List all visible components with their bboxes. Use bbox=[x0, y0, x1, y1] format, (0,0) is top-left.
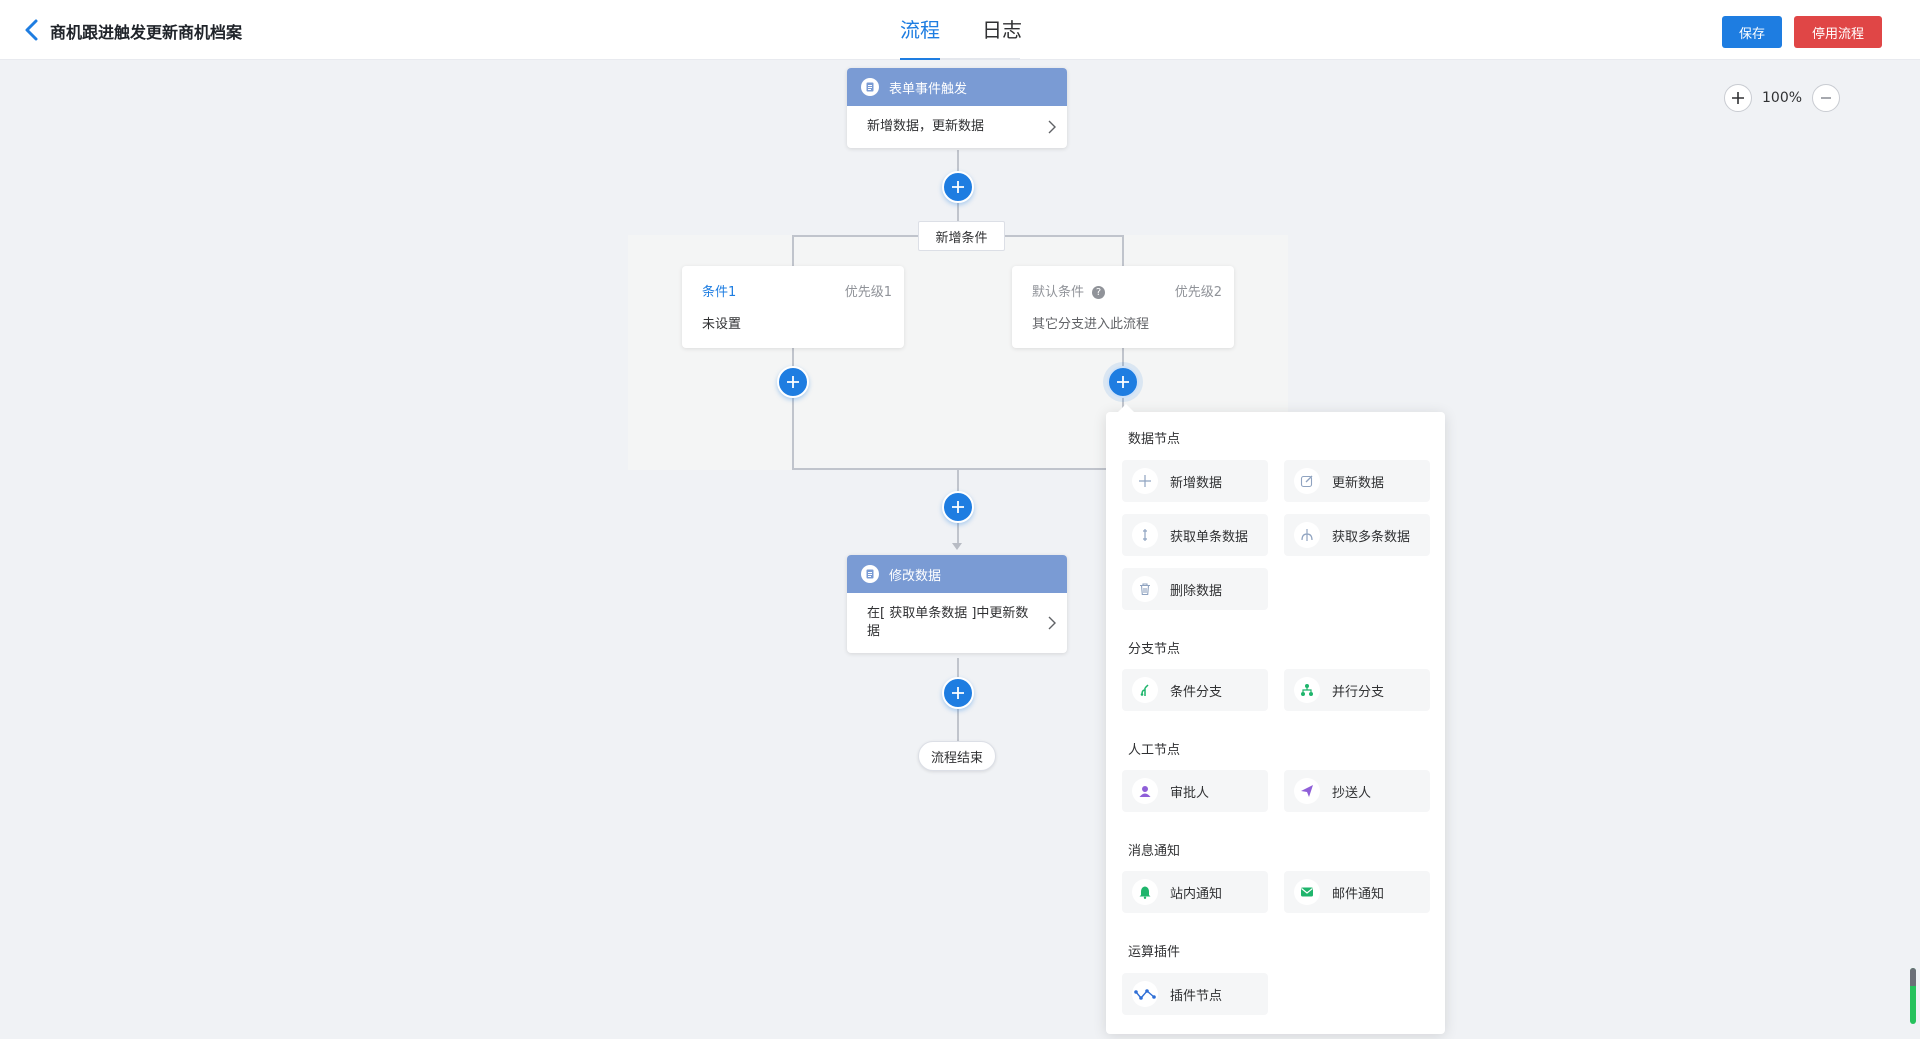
menu-item-label: 并行分支 bbox=[1332, 684, 1385, 700]
tab-track bbox=[900, 58, 1020, 60]
tab-bar: 流程 日志 bbox=[900, 0, 1022, 60]
menu-item-label: 条件分支 bbox=[1170, 684, 1223, 700]
back-arrow-icon[interactable] bbox=[22, 18, 42, 42]
menu-item-label: 获取单条数据 bbox=[1170, 529, 1249, 545]
plus-icon bbox=[1117, 376, 1129, 388]
zoom-out-button[interactable] bbox=[1812, 84, 1840, 112]
trigger-node-body: 新增数据，更新数据 bbox=[847, 106, 1067, 148]
flow-end: 流程结束 bbox=[918, 741, 996, 771]
zoom-control: 100% bbox=[1724, 84, 1840, 112]
edit-icon bbox=[1294, 468, 1320, 494]
condition-desc: 未设置 bbox=[702, 317, 742, 332]
document-icon bbox=[861, 78, 879, 96]
send-icon bbox=[1294, 778, 1320, 804]
chevron-right-icon bbox=[1048, 616, 1056, 630]
single-data-icon bbox=[1132, 522, 1158, 548]
node-type-menu: 数据节点 新增数据 更新数据 获取单条数据 获取多条数据 删除数据 分支节点 bbox=[1106, 404, 1445, 1034]
menu-item-label: 邮件通知 bbox=[1332, 886, 1385, 902]
plus-icon bbox=[952, 181, 964, 193]
menu-item-label: 获取多条数据 bbox=[1332, 529, 1411, 545]
modify-node-title: 修改数据 bbox=[889, 568, 942, 584]
plugin-icon bbox=[1132, 981, 1158, 1007]
chevron-right-icon bbox=[1048, 120, 1056, 134]
header-bar: 商机跟进触发更新商机档案 流程 日志 保存 停用流程 bbox=[0, 0, 1920, 60]
document-icon bbox=[861, 565, 879, 583]
menu-section-title: 人工节点 bbox=[1128, 743, 1181, 758]
scrollbar[interactable] bbox=[1910, 968, 1916, 1024]
menu-item-label: 删除数据 bbox=[1170, 583, 1223, 599]
menu-section-title: 分支节点 bbox=[1128, 642, 1181, 657]
help-icon[interactable]: ? bbox=[1092, 286, 1106, 299]
tab-flow[interactable]: 流程 bbox=[900, 0, 940, 60]
save-button[interactable]: 保存 bbox=[1722, 16, 1782, 48]
menu-item-label: 抄送人 bbox=[1332, 785, 1372, 801]
modify-node-desc: 在[ 获取单条数据 ]中更新数据 bbox=[867, 606, 1029, 639]
mail-icon bbox=[1294, 879, 1320, 905]
condition-priority: 优先级1 bbox=[844, 285, 892, 300]
condition-name: 默认条件 bbox=[1032, 285, 1085, 300]
minus-icon bbox=[1821, 97, 1831, 99]
condition-card-default[interactable]: 默认条件? 优先级2 其它分支进入此流程 bbox=[1012, 266, 1234, 348]
menu-item-mail-notice[interactable]: 邮件通知 bbox=[1284, 871, 1430, 913]
menu-item-label: 新增数据 bbox=[1170, 475, 1223, 491]
tab-log[interactable]: 日志 bbox=[982, 18, 1022, 42]
condition-priority: 优先级2 bbox=[1174, 285, 1222, 300]
modify-node-body: 在[ 获取单条数据 ]中更新数据 bbox=[847, 593, 1067, 653]
zoom-level: 100% bbox=[1762, 90, 1803, 106]
condition-name: 条件1 bbox=[702, 285, 737, 300]
condition-name-wrap: 默认条件? bbox=[1032, 281, 1106, 300]
trash-icon bbox=[1132, 576, 1158, 602]
scrollbar-thumb[interactable] bbox=[1910, 968, 1916, 986]
trigger-node-header: 表单事件触发 bbox=[847, 68, 1067, 106]
menu-item-update-data[interactable]: 更新数据 bbox=[1284, 460, 1430, 502]
multi-data-icon bbox=[1294, 522, 1320, 548]
condition-card-1[interactable]: 条件1 优先级1 未设置 bbox=[682, 266, 904, 348]
plus-icon bbox=[787, 376, 799, 388]
add-node-button-active[interactable] bbox=[1107, 366, 1139, 398]
menu-item-plugin-node[interactable]: 插件节点 bbox=[1122, 973, 1268, 1015]
menu-section-title: 运算插件 bbox=[1128, 945, 1181, 960]
menu-item-cc[interactable]: 抄送人 bbox=[1284, 770, 1430, 812]
zoom-in-button[interactable] bbox=[1724, 84, 1752, 112]
menu-section-title: 数据节点 bbox=[1128, 432, 1181, 447]
menu-item-parallel-branch[interactable]: 并行分支 bbox=[1284, 669, 1430, 711]
trigger-node-desc: 新增数据，更新数据 bbox=[867, 119, 985, 134]
menu-item-delete-data[interactable]: 删除数据 bbox=[1122, 568, 1268, 610]
trigger-node-title: 表单事件触发 bbox=[889, 81, 968, 97]
user-icon bbox=[1132, 778, 1158, 804]
add-condition-button[interactable]: 新增条件 bbox=[918, 221, 1005, 251]
plus-icon bbox=[1132, 468, 1158, 494]
menu-item-label: 审批人 bbox=[1170, 785, 1210, 801]
plus-icon bbox=[1732, 92, 1744, 104]
menu-item-get-single[interactable]: 获取单条数据 bbox=[1122, 514, 1268, 556]
menu-item-label: 站内通知 bbox=[1170, 886, 1223, 902]
menu-item-add-data[interactable]: 新增数据 bbox=[1122, 460, 1268, 502]
flow-arrow-icon bbox=[952, 543, 962, 550]
trigger-node[interactable]: 表单事件触发 新增数据，更新数据 bbox=[847, 68, 1067, 148]
connector-line bbox=[792, 235, 794, 470]
condition-branch-icon bbox=[1132, 677, 1158, 703]
connector-line bbox=[792, 468, 1106, 470]
add-node-button[interactable] bbox=[942, 491, 974, 523]
menu-item-label: 更新数据 bbox=[1332, 475, 1385, 491]
stop-flow-button[interactable]: 停用流程 bbox=[1794, 16, 1882, 48]
menu-item-label: 插件节点 bbox=[1170, 988, 1223, 1004]
menu-item-approver[interactable]: 审批人 bbox=[1122, 770, 1268, 812]
add-node-button[interactable] bbox=[942, 677, 974, 709]
condition-desc: 其它分支进入此流程 bbox=[1032, 317, 1150, 332]
add-node-button[interactable] bbox=[942, 171, 974, 203]
menu-item-site-notice[interactable]: 站内通知 bbox=[1122, 871, 1268, 913]
menu-section-title: 消息通知 bbox=[1128, 844, 1181, 859]
menu-item-condition-branch[interactable]: 条件分支 bbox=[1122, 669, 1268, 711]
add-node-button[interactable] bbox=[777, 366, 809, 398]
page-title: 商机跟进触发更新商机档案 bbox=[50, 23, 243, 42]
parallel-branch-icon bbox=[1294, 677, 1320, 703]
plus-icon bbox=[952, 687, 964, 699]
menu-item-get-multi[interactable]: 获取多条数据 bbox=[1284, 514, 1430, 556]
plus-icon bbox=[952, 501, 964, 513]
modify-node-header: 修改数据 bbox=[847, 555, 1067, 593]
bell-icon bbox=[1132, 879, 1158, 905]
modify-data-node[interactable]: 修改数据 在[ 获取单条数据 ]中更新数据 bbox=[847, 555, 1067, 653]
